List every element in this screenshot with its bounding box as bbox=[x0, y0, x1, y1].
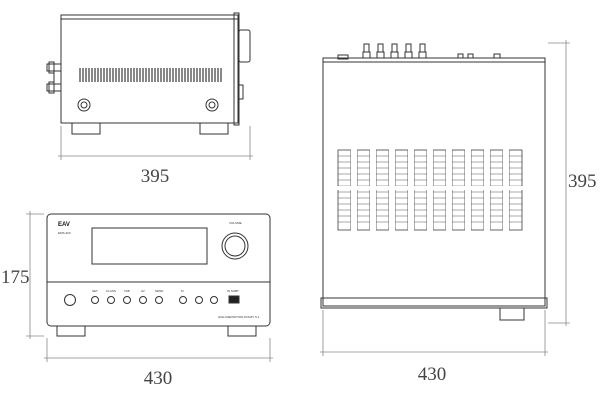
front-view-button-row bbox=[91, 296, 218, 304]
front-view-dimensions bbox=[26, 211, 273, 362]
front-view-volume-knob bbox=[221, 232, 249, 260]
front-view-button-label: AV bbox=[141, 289, 145, 293]
side-view-vent-slots bbox=[79, 68, 222, 82]
front-view-brand: EAV bbox=[58, 222, 70, 228]
front-view-foot-left bbox=[56, 325, 86, 337]
top-view-foot bbox=[499, 307, 525, 321]
top-view-front-panel bbox=[320, 297, 548, 309]
side-view-dimension bbox=[58, 126, 253, 160]
top-view-rear-terminals bbox=[337, 43, 501, 60]
front-view-model: EMS-300 bbox=[58, 231, 71, 235]
side-view-foot-rear bbox=[199, 122, 229, 135]
front-view-button-label: SET bbox=[92, 289, 98, 293]
top-view-depth-label: 395 bbox=[568, 171, 597, 192]
front-view-button-label: IN SUBT bbox=[227, 289, 239, 293]
top-view-dimensions bbox=[320, 40, 570, 356]
front-view-foot-right bbox=[227, 325, 257, 337]
front-view-button-label: TAB bbox=[124, 289, 130, 293]
side-view-rear-panel bbox=[233, 12, 240, 126]
side-view-front-terminals bbox=[46, 61, 62, 94]
front-view-button-label: M bbox=[181, 289, 184, 293]
side-view-depth-label: 395 bbox=[141, 166, 170, 187]
front-view-bottom-text: HIGH DEFINITION DOLBY 5.1 bbox=[218, 315, 260, 319]
front-view-width-label: 430 bbox=[144, 368, 173, 389]
top-view-width-label: 430 bbox=[418, 364, 447, 385]
front-view-power-button bbox=[64, 294, 76, 306]
front-view-button-label: SEND bbox=[155, 289, 164, 293]
side-view-rear-knob bbox=[238, 29, 251, 63]
front-view bbox=[46, 213, 271, 337]
top-view bbox=[320, 43, 548, 321]
front-view-button-label: CLASS bbox=[106, 289, 116, 293]
side-view-screw-right bbox=[205, 98, 219, 112]
front-view-ir-sensor bbox=[228, 295, 240, 304]
front-view-knob-label: VOLUME bbox=[229, 221, 242, 225]
front-view-panel bbox=[46, 213, 271, 327]
front-view-height-label: 175 bbox=[1, 267, 30, 288]
side-view bbox=[46, 12, 251, 135]
side-view-foot-front bbox=[71, 122, 101, 135]
front-view-display bbox=[91, 227, 208, 265]
top-view-body bbox=[322, 57, 546, 307]
side-view-screw-left bbox=[77, 98, 91, 112]
